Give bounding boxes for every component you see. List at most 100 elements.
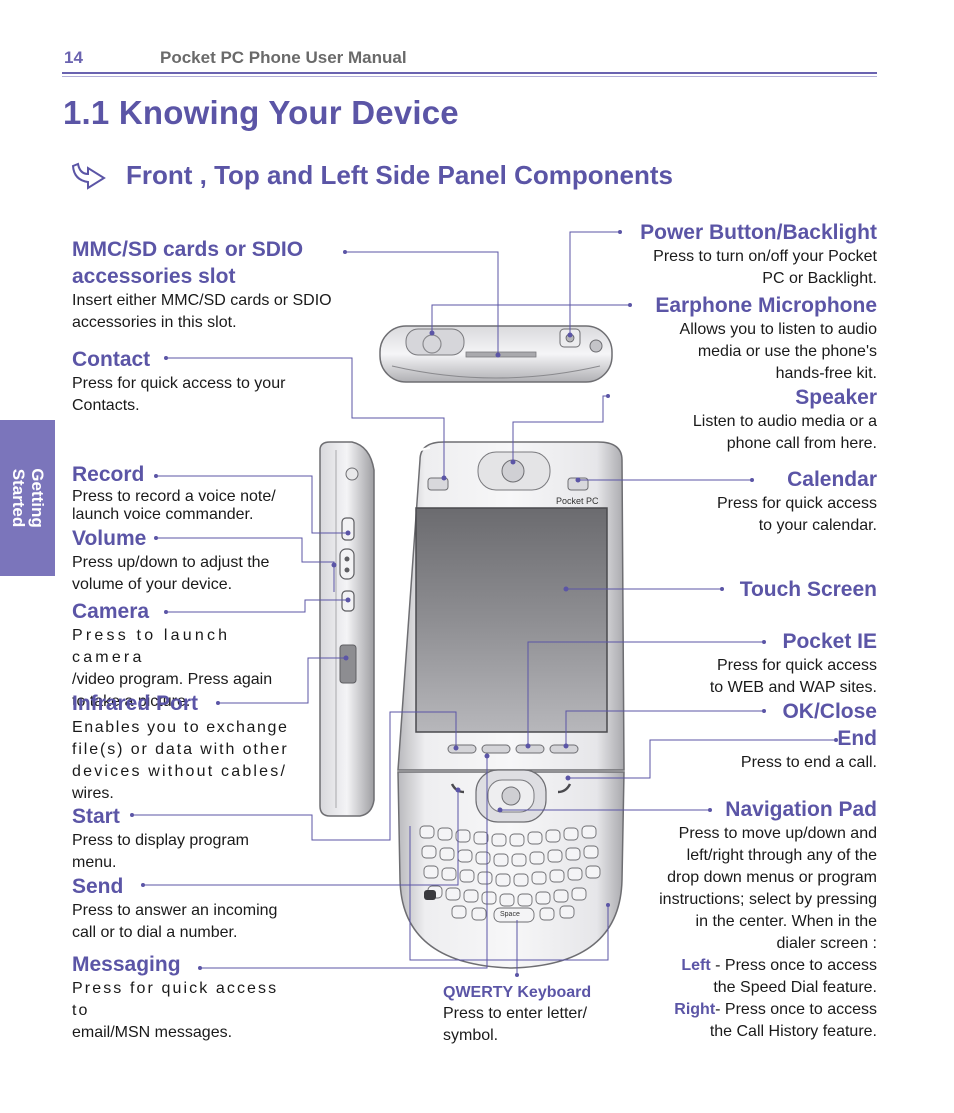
contact-title: Contact <box>72 348 151 371</box>
earphone-desc-2: media or use the phone's <box>697 343 877 360</box>
infrared-title: Infrared Port <box>72 692 199 715</box>
earphone-desc-3: hands-free kit. <box>775 365 877 382</box>
messaging-desc-1: Press for quick access to <box>72 980 279 1019</box>
callout-messaging: Messaging Press for quick access to emai… <box>72 951 300 1044</box>
messaging-desc-2: email/MSN messages. <box>72 1024 233 1041</box>
callout-qwerty-keyboard: QWERTY Keyboard Press to enter letter/ s… <box>443 983 623 1047</box>
callout-volume: Volume Press up/down to adjust the volum… <box>72 525 300 596</box>
navpad-desc-2: left/right through any of the <box>686 847 877 864</box>
header-rule-thin <box>62 76 877 77</box>
callout-mmc-slot: MMC/SD cards or SDIO accessories slot In… <box>72 236 372 334</box>
qwerty-desc-1: Press to enter letter/ <box>443 1005 588 1022</box>
calendar-desc-2: to your calendar. <box>758 517 877 534</box>
navpad-right-desc1: - Press once to access <box>715 1001 877 1018</box>
okclose-title: OK/Close <box>782 700 877 723</box>
callout-ok-close: OK/Close <box>717 698 877 725</box>
earphone-desc-1: Allows you to listen to audio <box>679 321 877 338</box>
section-subheading: Front , Top and Left Side Panel Componen… <box>126 160 673 190</box>
callout-pocket-ie: Pocket IE Press for quick access to WEB … <box>657 628 877 699</box>
callout-power-button: Power Button/Backlight Press to turn on/… <box>597 219 877 290</box>
navpad-left-row: Left - Press once to access <box>617 955 877 977</box>
calendar-desc-1: Press for quick access <box>716 495 877 512</box>
navpad-desc-3: drop down menus or program <box>667 869 877 886</box>
calendar-title: Calendar <box>787 468 877 491</box>
navpad-right-row: Right- Press once to access <box>617 999 877 1021</box>
contact-desc-2: Contacts. <box>72 397 140 414</box>
contact-desc-1: Press for quick access to your <box>72 375 286 392</box>
space-key-label: Space <box>500 911 520 918</box>
messaging-title: Messaging <box>72 953 181 976</box>
callout-earphone: Earphone Microphone Allows you to listen… <box>597 292 877 385</box>
navpad-right-desc2: the Call History feature. <box>709 1023 877 1040</box>
infrared-desc-2: file(s) or data with other <box>72 741 289 758</box>
power-title: Power Button/Backlight <box>640 221 877 244</box>
camera-desc-3: to take a picture. <box>72 693 191 710</box>
device-brand-label: Pocket PC <box>556 496 599 506</box>
earphone-title: Earphone Microphone <box>655 294 877 317</box>
mmc-title-1: MMC/SD cards or SDIO <box>72 238 304 261</box>
start-desc-1: Press to display program <box>72 832 249 849</box>
section-heading: 1.1 Knowing Your Device <box>63 94 459 131</box>
callout-contact: Contact Press for quick access to your C… <box>72 346 332 417</box>
navpad-desc-5: in the center. When in the <box>695 913 877 930</box>
callout-start: Start Press to display program menu. <box>72 803 300 874</box>
infrared-desc-4: wires. <box>72 785 114 802</box>
send-desc-1: Press to answer an incoming <box>72 902 278 919</box>
speaker-desc-2: phone call from here. <box>726 435 877 452</box>
qwerty-title: QWERTY Keyboard <box>443 984 592 1001</box>
power-desc-2: PC or Backlight. <box>762 270 877 287</box>
record-desc-1: Press to record a voice note/ <box>72 488 276 505</box>
device-side-view <box>319 441 375 817</box>
record-title: Record <box>72 463 145 486</box>
callout-touch-screen: Touch Screen <box>697 576 877 603</box>
power-desc-1: Press to turn on/off your Pocket <box>653 248 877 265</box>
send-title: Send <box>72 875 124 898</box>
mmc-desc-1: Insert either MMC/SD cards or SDIO <box>72 292 332 309</box>
navpad-title: Navigation Pad <box>725 798 877 821</box>
infrared-desc-3: devices without cables/ <box>72 763 288 780</box>
chapter-tab: Getting Started <box>0 420 55 576</box>
mmc-desc-2: accessories in this slot. <box>72 314 237 331</box>
end-desc-1: Press to end a call. <box>740 754 877 771</box>
navpad-desc-6: dialer screen : <box>776 935 878 952</box>
volume-desc-2: volume of your device. <box>72 576 233 593</box>
navpad-left-key: Left <box>681 957 711 974</box>
speaker-desc-1: Listen to audio media or a <box>692 413 877 430</box>
navpad-desc-1: Press to move up/down and <box>678 825 877 842</box>
start-title: Start <box>72 805 120 828</box>
infrared-desc-1: Enables you to exchange <box>72 719 289 736</box>
navpad-right-key: Right <box>674 1001 716 1018</box>
pocketie-title: Pocket IE <box>782 630 877 653</box>
camera-title: Camera <box>72 600 150 623</box>
navpad-left-desc2: the Speed Dial feature. <box>713 979 877 996</box>
start-desc-2: menu. <box>72 854 117 871</box>
send-desc-2: call or to dial a number. <box>72 924 238 941</box>
callout-infrared: Infrared Port Enables you to exchange fi… <box>72 690 300 805</box>
volume-desc-1: Press up/down to adjust the <box>72 554 270 571</box>
device-front-view <box>130 230 838 977</box>
callout-end: End Press to end a call. <box>697 725 877 774</box>
pocketie-desc-1: Press for quick access <box>716 657 877 674</box>
camera-desc-2: /video program. Press again <box>72 671 273 688</box>
navpad-left-desc1: - Press once to access <box>715 957 877 974</box>
callout-speaker: Speaker Listen to audio media or a phone… <box>617 384 877 455</box>
hand-arrow-icon <box>71 162 106 190</box>
callout-camera: Camera Press to launch camera /video pro… <box>72 598 300 713</box>
speaker-title: Speaker <box>795 386 877 409</box>
navpad-desc-4: instructions; select by pressing <box>659 891 877 908</box>
manual-title: Pocket PC Phone User Manual <box>160 48 407 67</box>
header-rule <box>62 72 877 74</box>
page-number: 14 <box>64 48 83 67</box>
callout-record: Record Press to record a voice note/ lau… <box>72 461 304 524</box>
touch-title: Touch Screen <box>739 578 877 601</box>
qwerty-desc-2: symbol. <box>443 1027 499 1044</box>
mmc-title-2: accessories slot <box>72 265 236 288</box>
callout-navigation-pad: Navigation Pad Press to move up/down and… <box>617 796 877 1043</box>
callout-calendar: Calendar Press for quick access to your … <box>657 466 877 537</box>
record-desc-2: launch voice commander. <box>72 506 254 523</box>
volume-title: Volume <box>72 527 147 550</box>
callout-send: Send Press to answer an incoming call or… <box>72 873 312 944</box>
pocketie-desc-2: to WEB and WAP sites. <box>709 679 877 696</box>
camera-desc-1: Press to launch camera <box>72 627 231 666</box>
